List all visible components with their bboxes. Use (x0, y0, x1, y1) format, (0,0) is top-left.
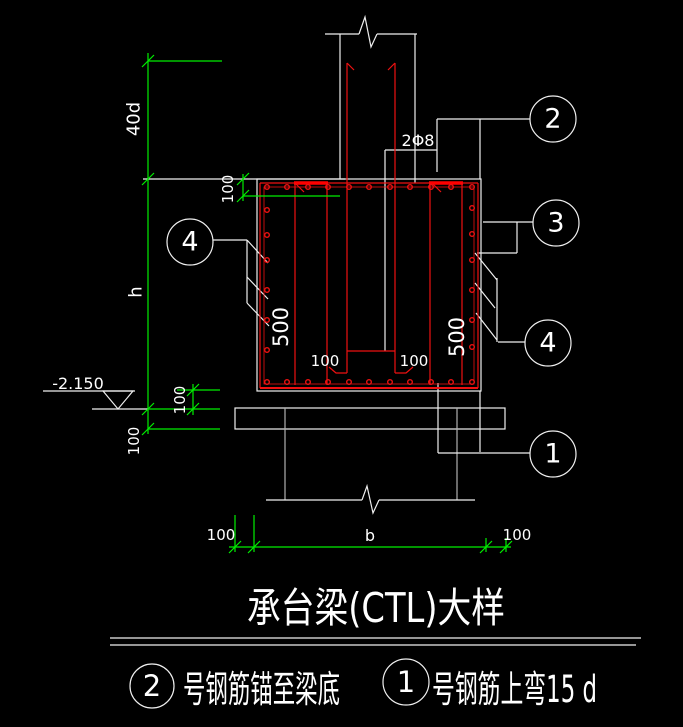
dim-cover-100 (236, 172, 340, 203)
dim-40d-label: 40d (124, 102, 145, 136)
legend-1-number: 1 (397, 665, 415, 699)
callout-4-right-leader (474, 252, 525, 343)
dim-500-right-label: 500 (445, 317, 469, 357)
rebar-tick-left (295, 183, 305, 193)
rebar-dots-top (264, 183, 476, 190)
dim-slab-100-label: 100 (125, 427, 143, 456)
dim-bottom-right-label: 100 (503, 526, 532, 544)
footing-slab-outline (234, 407, 506, 430)
bar-foot-right (395, 366, 414, 374)
rebar-dots-left (264, 206, 271, 354)
callout-4-right-number: 4 (539, 328, 556, 359)
bar-note-label: 2Φ8 (402, 131, 435, 150)
callout-1-leader (437, 383, 530, 454)
annotation-text: 40d h 100 100 100 500 500 100 100 2Φ8 -2… (52, 102, 564, 545)
legend-1-text: 号钢筋上弯15 d (432, 668, 597, 711)
rebar-lines (259, 62, 479, 389)
column-bar-left-hook (346, 62, 355, 71)
structure-lines (43, 14, 641, 709)
dimension-lines (141, 53, 513, 554)
callout-4-right-circle (524, 319, 572, 367)
dim-h-label: h (126, 286, 147, 297)
callout-2-leader (436, 118, 530, 179)
rebar-tick-right (432, 183, 442, 193)
dim-cover-100-label: 100 (219, 175, 237, 204)
dim-foot-left-label: 100 (311, 352, 340, 370)
drawing-title: 承台梁(CTL)大样 (247, 584, 505, 632)
callout-4-left-circle (166, 218, 214, 266)
rebar-dots-right (469, 204, 476, 351)
callout-3-number: 3 (547, 208, 564, 239)
dim-b-label: b (365, 526, 375, 545)
dim-bottom-left-label: 100 (207, 526, 236, 544)
dim-embed-100 (148, 383, 220, 416)
legend-2-circle (129, 663, 175, 709)
legend-2-text: 号钢筋锚至梁底 (183, 668, 340, 711)
legend-2-number: 2 (143, 669, 161, 703)
callout-3-leader (477, 221, 533, 254)
dim-embed-100-label: 100 (171, 386, 189, 415)
callout-3-circle (532, 199, 580, 247)
pile-cap-outline (256, 178, 482, 392)
column-bar-right-hook (387, 62, 396, 71)
callout-2-circle (529, 95, 577, 143)
callout-4-left-number: 4 (181, 227, 198, 258)
elevation-marker (43, 390, 148, 410)
dim-500-left-label: 500 (269, 307, 293, 347)
column-break-symbol (325, 14, 417, 49)
rebar-dots-bottom (264, 379, 476, 386)
title-block: 承台梁(CTL)大样 2 号钢筋锚至梁底 1 号钢筋上弯15 d (143, 584, 597, 711)
callout-2-number: 2 (544, 104, 561, 135)
callout-1-number: 1 (544, 439, 561, 470)
bar-foot-left (328, 366, 347, 374)
callout-1-circle (529, 430, 577, 478)
legend-1-circle (382, 658, 430, 706)
elevation-label: -2.150 (52, 374, 104, 393)
pile-break-symbol (266, 483, 475, 515)
dim-chain-bottom (228, 515, 513, 554)
dim-foot-right-label: 100 (400, 352, 429, 370)
